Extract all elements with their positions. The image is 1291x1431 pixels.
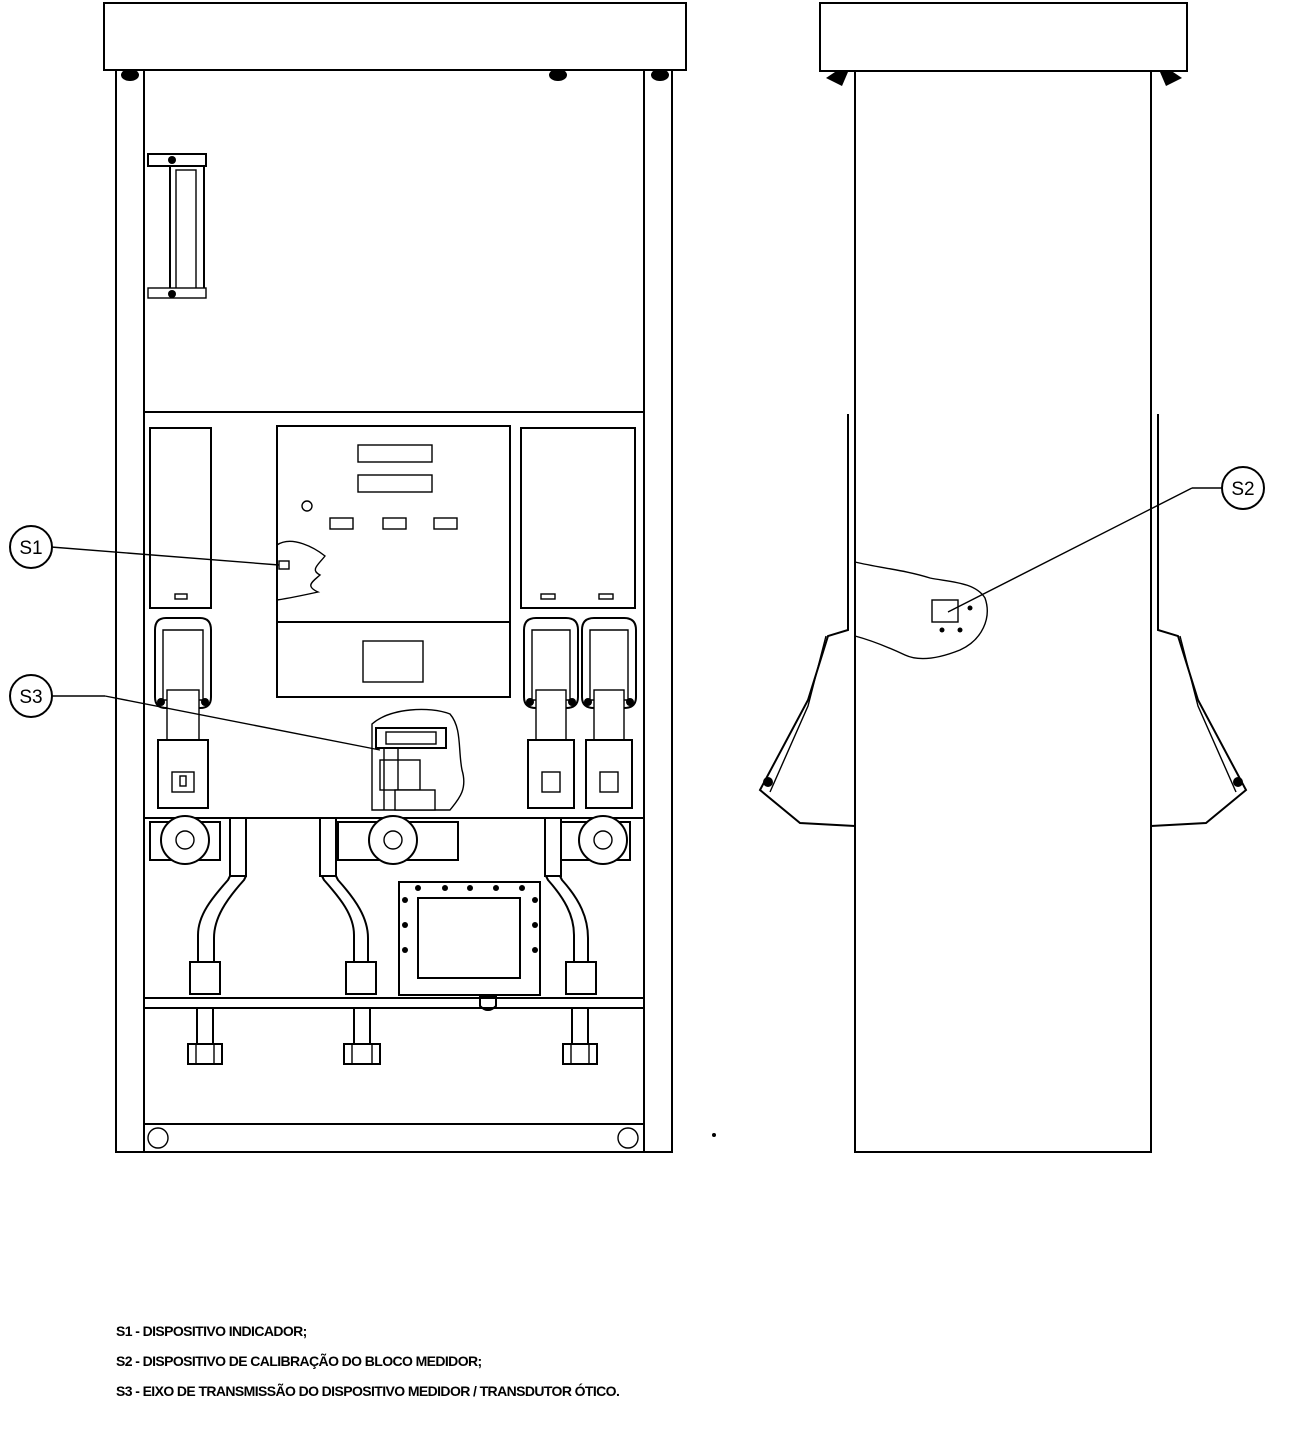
front-inspection-window (398, 881, 541, 1011)
front-handle-box (147, 153, 207, 299)
side-canopy (819, 2, 1188, 72)
callout-s3-label: S3 (19, 687, 42, 708)
side-skirt-left (758, 414, 856, 827)
front-meter-block-right (544, 815, 631, 877)
front-pipes (189, 875, 597, 995)
front-nozzle-right-1 (523, 617, 579, 809)
callout-s3: S3 (9, 674, 381, 751)
legend-item-s2: S2 - DISPOSITIVO DE CALIBRAÇÃO DO BLOCO … (116, 1353, 482, 1369)
front-canopy (103, 2, 687, 71)
side-view (758, 2, 1248, 1153)
front-indicator-head (276, 425, 511, 698)
front-nozzle-right-2 (581, 617, 637, 809)
front-left-panel (149, 427, 212, 609)
side-cabinet (854, 70, 1152, 1153)
front-meter-cutaway (371, 708, 465, 811)
side-skirt-right (1150, 414, 1248, 827)
front-nozzle-left (154, 617, 212, 809)
callout-s1-label: S1 (19, 538, 42, 559)
front-right-panel (520, 427, 636, 609)
front-view (103, 2, 687, 1153)
callout-s2: S2 (947, 466, 1265, 613)
callout-s1: S1 (9, 525, 280, 569)
callout-s2-label: S2 (1231, 479, 1254, 500)
front-cabinet (115, 69, 673, 1153)
front-meter-block-left (149, 815, 247, 877)
legend: S1 - DISPOSITIVO INDICADOR; S2 - DISPOSI… (116, 1323, 620, 1414)
front-canopy-bolts (121, 69, 669, 81)
front-lower-fittings (187, 1007, 598, 1065)
legend-item-s3: S3 - EIXO DE TRANSMISSÃO DO DISPOSITIVO … (116, 1383, 620, 1399)
side-calibration-cutaway (854, 561, 988, 660)
front-meter-block-center (319, 815, 459, 877)
legend-item-s1: S1 - DISPOSITIVO INDICADOR; (116, 1323, 307, 1339)
